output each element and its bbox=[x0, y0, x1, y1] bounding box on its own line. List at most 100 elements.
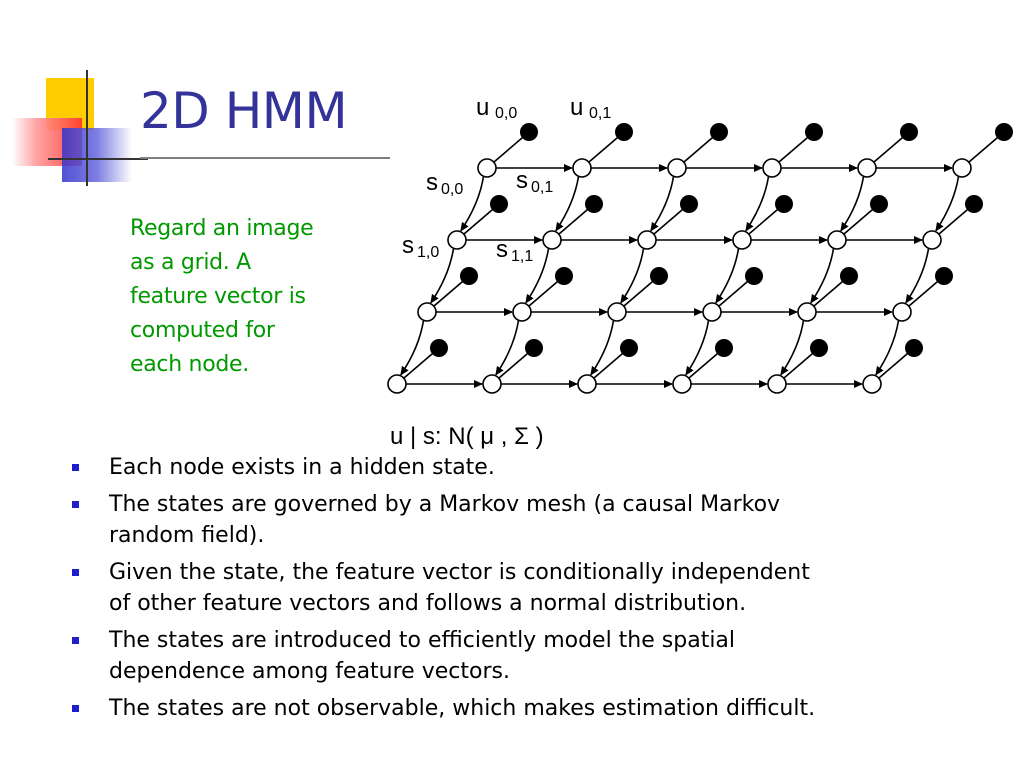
bullet-text: The states are introduced to efficiently… bbox=[109, 628, 736, 653]
vertical-transition-arrow bbox=[905, 248, 930, 304]
vertical-transition-arrow bbox=[495, 320, 520, 376]
state-node bbox=[797, 302, 817, 322]
bullet-text: Given the state, the feature vector is c… bbox=[109, 560, 810, 585]
state-label-s00: s bbox=[426, 169, 438, 196]
note-text: Regard an image as a grid. A feature vec… bbox=[130, 212, 370, 382]
title-underline bbox=[140, 157, 390, 159]
state-node bbox=[542, 230, 562, 250]
state-label-s11-sub: 1,1 bbox=[511, 248, 533, 265]
observation-node bbox=[615, 123, 633, 141]
observation-node bbox=[620, 339, 638, 357]
slide-title: 2D HMM bbox=[140, 82, 348, 140]
state-label-s01: s bbox=[516, 167, 528, 194]
observation-node bbox=[965, 195, 983, 213]
bullet-item: The states are not observable, which mak… bbox=[70, 693, 970, 724]
bullet-text: Each node exists in a hidden state. bbox=[109, 455, 495, 480]
vertical-transition-arrow bbox=[650, 176, 675, 232]
bullet-text: The states are governed by a Markov mesh… bbox=[109, 492, 781, 517]
note-line: computed for bbox=[130, 318, 275, 343]
bullet-item: The states are governed by a Markov mesh… bbox=[70, 489, 970, 551]
state-node bbox=[417, 302, 437, 322]
vertical-transition-arrow bbox=[875, 320, 900, 376]
state-node bbox=[447, 230, 467, 250]
observation-node bbox=[870, 195, 888, 213]
bullet-marker bbox=[72, 501, 79, 508]
state-node bbox=[732, 230, 752, 250]
state-label-s11: s bbox=[496, 236, 508, 263]
bullet-item: Each node exists in a hidden state. bbox=[70, 452, 970, 483]
note-line: feature vector is bbox=[130, 284, 306, 309]
vertical-transition-arrow bbox=[400, 320, 425, 376]
state-node bbox=[607, 302, 627, 322]
state-node bbox=[477, 158, 497, 178]
vertical-transition-arrow bbox=[810, 248, 835, 304]
obs-label-u00-sub: 0,0 bbox=[495, 105, 517, 122]
vertical-transition-arrow bbox=[685, 320, 710, 376]
observation-node bbox=[520, 123, 538, 141]
bullet-marker bbox=[72, 705, 79, 712]
obs-label-u00: u bbox=[476, 94, 489, 121]
obs-label-u01: u bbox=[570, 94, 583, 121]
observation-node bbox=[805, 123, 823, 141]
observation-node bbox=[710, 123, 728, 141]
observation-node bbox=[935, 267, 953, 285]
state-label-s10: s bbox=[402, 232, 414, 259]
state-node bbox=[667, 158, 687, 178]
state-node bbox=[702, 302, 722, 322]
state-node bbox=[922, 230, 942, 250]
bullet-text: random field). bbox=[109, 523, 265, 548]
note-line: as a grid. A bbox=[130, 250, 251, 275]
bullet-list: Each node exists in a hidden state. The … bbox=[70, 452, 970, 730]
obs-label-u01-sub: 0,1 bbox=[589, 105, 611, 122]
bullet-text: dependence among feature vectors. bbox=[109, 659, 510, 684]
state-label-s01-sub: 0,1 bbox=[531, 179, 553, 196]
state-label-s10-sub: 1,0 bbox=[417, 244, 439, 261]
vertical-transition-arrow bbox=[745, 176, 770, 232]
vertical-transition-arrow bbox=[460, 176, 485, 232]
observation-node bbox=[840, 267, 858, 285]
state-node bbox=[762, 158, 782, 178]
vertical-transition-arrow bbox=[935, 176, 960, 232]
state-node bbox=[637, 230, 657, 250]
state-node bbox=[827, 230, 847, 250]
note-line: each node. bbox=[130, 352, 249, 377]
figure-labels: u 0,0 u 0,1 s 0,0 s 0,1 s 1,0 s 1,1 u | … bbox=[390, 94, 611, 450]
bullet-marker bbox=[72, 569, 79, 576]
state-node bbox=[672, 374, 692, 394]
vertical-transition-arrow bbox=[620, 248, 645, 304]
vertical-transition-arrow bbox=[840, 176, 865, 232]
state-node bbox=[577, 374, 597, 394]
state-node bbox=[767, 374, 787, 394]
vertical-transition-arrow bbox=[555, 176, 580, 232]
observation-node bbox=[775, 195, 793, 213]
state-label-s00-sub: 0,0 bbox=[441, 181, 463, 198]
observation-node bbox=[555, 267, 573, 285]
observation-node bbox=[585, 195, 603, 213]
observation-node bbox=[995, 123, 1013, 141]
vertical-transition-arrow bbox=[715, 248, 740, 304]
deco-blue-square bbox=[62, 128, 132, 182]
observation-node bbox=[460, 267, 478, 285]
vertical-transition-arrow bbox=[590, 320, 615, 376]
observation-node bbox=[715, 339, 733, 357]
bullet-marker bbox=[72, 637, 79, 644]
emission-formula: u | s: N( μ , Σ ) bbox=[390, 423, 544, 450]
note-line: Regard an image bbox=[130, 216, 314, 241]
state-node bbox=[387, 374, 407, 394]
deco-vertical-line bbox=[86, 70, 88, 186]
state-node bbox=[482, 374, 502, 394]
observation-node bbox=[905, 339, 923, 357]
vertical-transition-arrow bbox=[525, 248, 550, 304]
corner-decoration bbox=[0, 0, 160, 200]
state-node bbox=[572, 158, 592, 178]
bullet-item: The states are introduced to efficiently… bbox=[70, 625, 970, 687]
observation-node bbox=[650, 267, 668, 285]
state-node bbox=[952, 158, 972, 178]
vertical-transition-arrow bbox=[430, 248, 455, 304]
state-node bbox=[857, 158, 877, 178]
observation-node bbox=[680, 195, 698, 213]
vertical-transition-arrow bbox=[780, 320, 805, 376]
observation-node bbox=[430, 339, 448, 357]
state-node bbox=[862, 374, 882, 394]
